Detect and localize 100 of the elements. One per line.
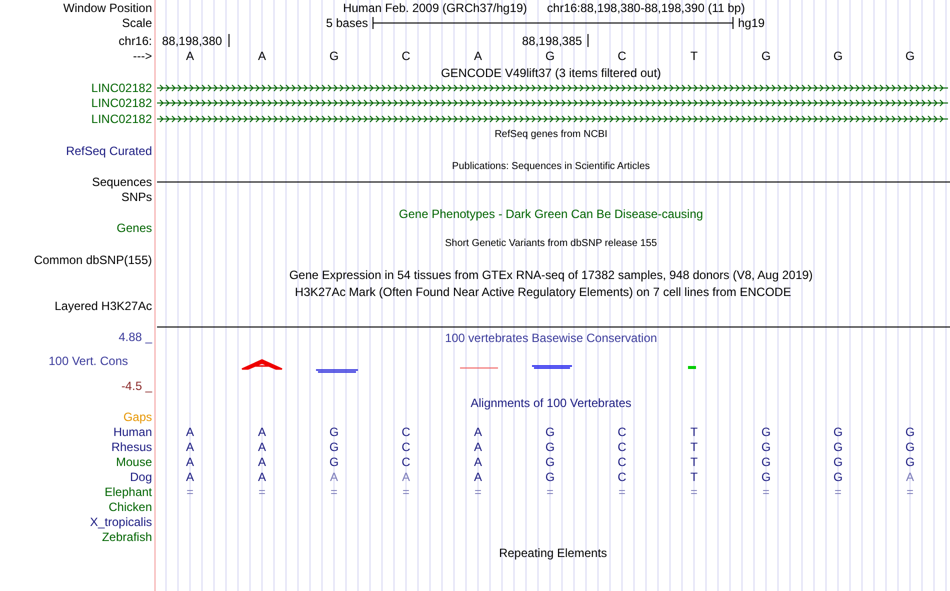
base-letter: T [690, 50, 698, 62]
base-letter: T [690, 426, 698, 438]
base-letter: A [186, 456, 194, 468]
track-title: Gene Phenotypes - Dark Green Can Be Disease-causing [398, 208, 704, 220]
base-letter: G [761, 426, 771, 438]
track-label: 100 Vert. Cons [48, 355, 128, 367]
base-letter: = [330, 486, 338, 498]
base-letter: = [402, 486, 410, 498]
base-letter: A [474, 456, 482, 468]
track-label: chr16: [118, 35, 152, 47]
base-letter: G [329, 50, 339, 62]
axis-value: 4.88 _ [118, 331, 152, 343]
base-letter: A [186, 426, 194, 438]
track-title: Repeating Elements [498, 547, 608, 559]
base-letter: A [474, 441, 482, 453]
track-title: GENCODE V49lift37 (3 items filtered out) [440, 67, 662, 79]
track-label: Layered H3K27Ac [54, 300, 152, 312]
gene-label: LINC02182 [91, 82, 152, 94]
base-letter: C [618, 50, 626, 62]
base-letter: T [690, 456, 698, 468]
track-label: Gaps [123, 411, 152, 423]
base-letter: G [545, 426, 555, 438]
base-letter: C [618, 471, 626, 483]
base-letter: G [761, 456, 771, 468]
track-title: Alignments of 100 Vertebrates [470, 397, 632, 409]
track-label: Genes [116, 222, 152, 234]
base-letter: C [402, 456, 410, 468]
scale-label: hg19 [738, 17, 765, 29]
base-letter: T [690, 441, 698, 453]
base-letter: G [833, 441, 843, 453]
track-title: H3K27Ac Mark (Often Found Near Active Regulatory Elements) on 7 cell lines from ENCODE [294, 286, 792, 298]
coordinate-label: 88,198,380 [162, 35, 222, 47]
base-letter: G [329, 441, 339, 453]
base-letter: C [402, 50, 410, 62]
track-title: 100 vertebrates Basewise Conservation [444, 332, 658, 344]
species-label: Dog [130, 471, 152, 483]
base-letter: G [545, 441, 555, 453]
coordinate-label: 88,198,385 [522, 35, 582, 47]
axis-value: -4.5 _ [121, 380, 152, 392]
base-letter: G [545, 50, 555, 62]
track-title: Short Genetic Variants from dbSNP release 155 [445, 239, 657, 249]
base-letter: G [833, 426, 843, 438]
gene-label: LINC02182 [91, 113, 152, 125]
species-label: Elephant [104, 486, 152, 498]
track-label: SNPs [121, 191, 152, 203]
base-letter: G [329, 426, 339, 438]
base-letter: = [618, 486, 626, 498]
base-letter: A [402, 471, 410, 483]
base-letter: G [833, 471, 843, 483]
base-letter: G [761, 471, 771, 483]
species-label: Human [113, 426, 152, 438]
base-letter: G [833, 50, 843, 62]
base-letter: G [905, 441, 915, 453]
track-label: Window Position [63, 2, 152, 14]
species-label: X_tropicalis [90, 516, 152, 528]
base-letter: C [402, 426, 410, 438]
track-label: RefSeq Curated [66, 145, 152, 157]
base-letter: A [186, 441, 194, 453]
base-letter: = [546, 486, 554, 498]
track-label: Common dbSNP(155) [34, 254, 152, 266]
base-letter: = [258, 486, 266, 498]
base-letter: = [906, 486, 914, 498]
position-range-label: chr16:88,198,380-88,198,390 (11 bp) [547, 2, 745, 14]
base-letter: = [690, 486, 698, 498]
track-title: RefSeq genes from NCBI [494, 130, 608, 140]
base-letter: = [186, 486, 194, 498]
base-letter: C [402, 441, 410, 453]
track-label: Sequences [92, 176, 152, 188]
base-letter: A [258, 456, 266, 468]
species-label: Rhesus [111, 441, 152, 453]
base-letter: A [186, 50, 194, 62]
base-letter: A [258, 426, 266, 438]
base-letter: G [905, 426, 915, 438]
species-label: Mouse [116, 456, 152, 468]
base-letter: = [834, 486, 842, 498]
base-letter: = [474, 486, 482, 498]
base-letter: A [474, 50, 482, 62]
base-letter: C [618, 441, 626, 453]
track-label: Scale [122, 17, 152, 29]
species-label: Chicken [108, 501, 152, 513]
base-letter: A [186, 471, 194, 483]
base-letter: G [545, 471, 555, 483]
base-letter: A [906, 471, 914, 483]
species-label: Zebrafish [102, 531, 152, 543]
base-letter: T [690, 471, 698, 483]
strand-label: ---> [133, 50, 152, 62]
base-letter: = [762, 486, 770, 498]
base-letter: G [761, 50, 771, 62]
base-letter: A [258, 50, 266, 62]
base-letter: C [618, 426, 626, 438]
base-letter: A [474, 471, 482, 483]
track-title: Publications: Sequences in Scientific Articles [452, 162, 650, 172]
base-letter: G [905, 456, 915, 468]
base-letter: A [258, 441, 266, 453]
gene-label: LINC02182 [91, 97, 152, 109]
base-letter: G [761, 441, 771, 453]
base-letter: G [833, 456, 843, 468]
base-letter: G [329, 456, 339, 468]
base-letter: A [258, 471, 266, 483]
base-letter: C [618, 456, 626, 468]
